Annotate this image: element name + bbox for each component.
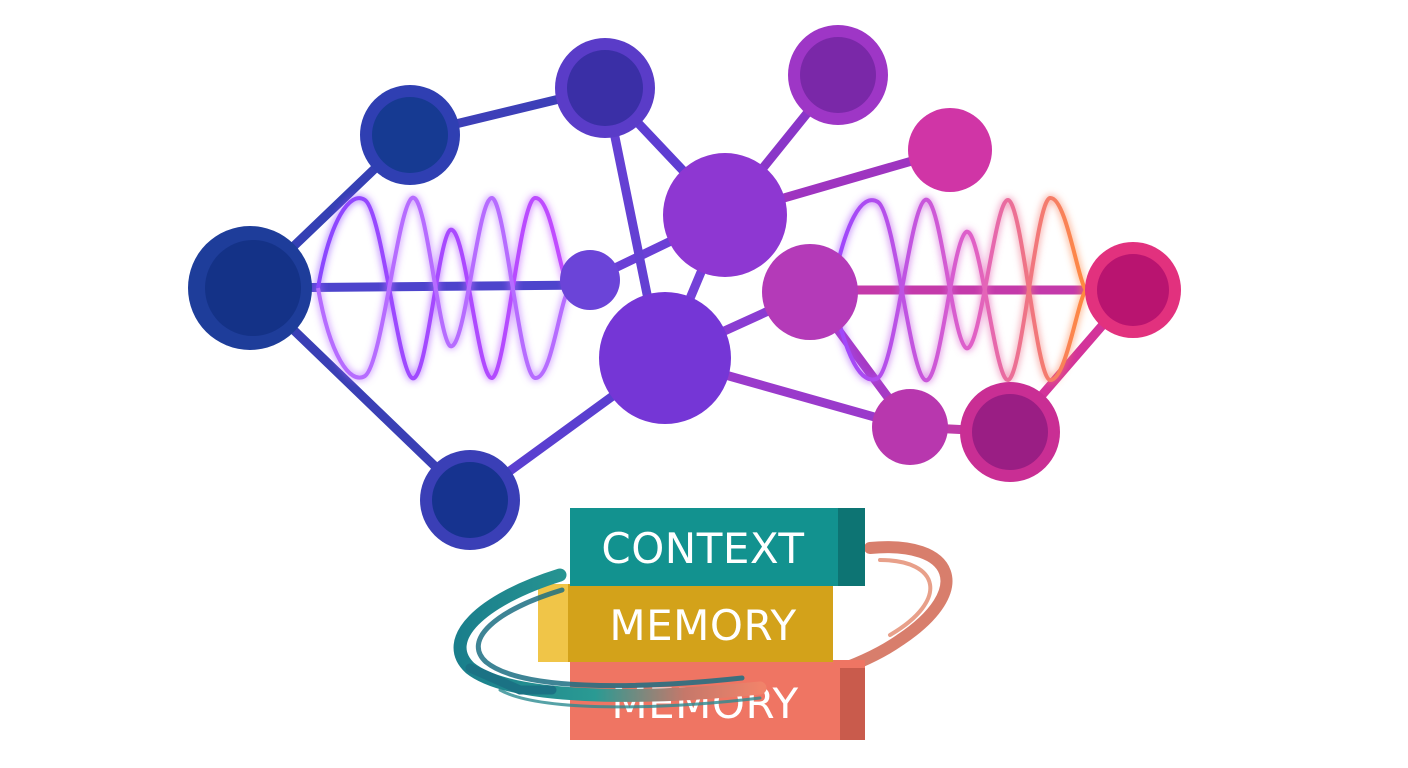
block-memory-middle: MEMORY	[538, 584, 833, 662]
node-core	[800, 37, 876, 113]
node-core	[372, 97, 448, 173]
block-context-label: CONTEXT	[601, 524, 804, 573]
wave-curve	[316, 196, 572, 381]
wave-curve	[830, 196, 1088, 383]
swirl-stroke	[475, 587, 745, 689]
wave-left	[316, 195, 572, 381]
wave-curve	[316, 195, 572, 380]
block-stack: MEMORY MEMORY CONTEXT	[538, 508, 865, 740]
network-nodes	[188, 25, 1181, 550]
wave-curve	[830, 197, 1088, 382]
node	[663, 153, 787, 277]
swirl-stroke	[498, 688, 762, 709]
node	[908, 108, 992, 192]
swirl-arrow-front	[453, 568, 767, 709]
node-core	[972, 394, 1048, 470]
swirl-arrowhead	[465, 663, 557, 695]
node	[762, 244, 858, 340]
node-core	[567, 50, 643, 126]
node	[599, 292, 731, 424]
node-core	[1097, 254, 1169, 326]
wave-right	[830, 196, 1088, 383]
node	[560, 250, 620, 310]
block-memory-middle-label: MEMORY	[609, 601, 796, 650]
block-context: CONTEXT	[570, 508, 865, 586]
node-core	[205, 240, 301, 336]
node-core	[432, 462, 508, 538]
node	[872, 389, 948, 465]
